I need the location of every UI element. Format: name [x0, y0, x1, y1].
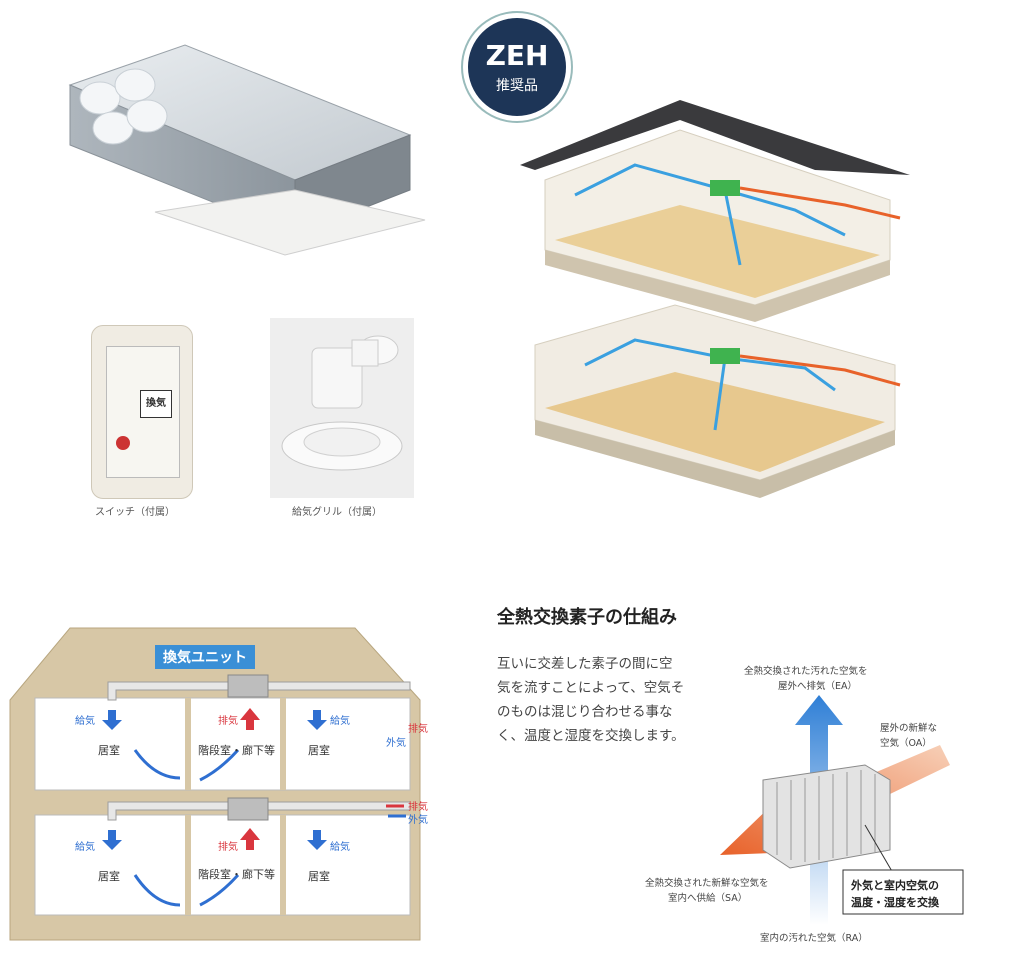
lower-right-room: 居室 — [308, 870, 330, 883]
sa-label-line-2: 室内へ供給（SA） — [668, 893, 748, 904]
badge-subtitle: 推奨品 — [496, 78, 538, 94]
mechanism-body-line-2: 気を流すことによって、空気そ — [497, 680, 685, 696]
badge-title: ZEH — [485, 39, 549, 72]
lower-mid-exhaust: 排気 — [218, 842, 238, 853]
house-duct-diagram — [9, 627, 421, 941]
lower-right-supply: 給気 — [330, 842, 350, 853]
unit-label: 換気ユニット — [155, 645, 255, 669]
ea-label-line-2: 屋外へ排気（EA） — [778, 681, 858, 692]
upper-left-room: 居室 — [98, 744, 120, 757]
ventilation-unit-lower — [227, 797, 269, 821]
zeh-badge: ZEH 推奨品 — [463, 13, 571, 121]
upper-right-supply: 給気 — [330, 716, 350, 727]
upper-right-room: 居室 — [308, 744, 330, 757]
upper-left-supply: 給気 — [75, 716, 95, 727]
upper-outside-exhaust: 排気 — [408, 724, 428, 735]
exchange-box-line-1: 外気と室内空気の — [851, 879, 939, 892]
ra-label: 室内の汚れた空気（RA） — [760, 933, 868, 944]
lower-outside-air: 外気 — [408, 815, 428, 826]
mechanism-title: 全熱交換素子の仕組み — [497, 607, 677, 628]
mechanism-body-line-3: のものは混じり合わせる事な — [497, 704, 673, 720]
oa-label-line-2: 空気（OA） — [880, 738, 932, 749]
lower-left-room: 居室 — [98, 870, 120, 883]
switch-ventilate-button: 換気 — [140, 390, 172, 418]
switch-caption: スイッチ（付属） — [95, 507, 175, 518]
ventilation-unit-upper — [227, 674, 269, 698]
switch-image: 換気 — [91, 325, 193, 499]
lower-mid-room: 階段室・廊下等 — [198, 868, 275, 881]
house-3d-illustration — [520, 100, 910, 498]
oa-label-line-1: 屋外の新鮮な — [880, 723, 938, 734]
sa-label-line-1: 全熱交換された新鮮な空気を — [645, 878, 769, 889]
lower-left-supply: 給気 — [75, 842, 95, 853]
upper-mid-room: 階段室・廊下等 — [198, 744, 275, 757]
heat-exchanger-diagram — [720, 695, 964, 925]
exchange-box-line-2: 温度・湿度を交換 — [851, 896, 939, 909]
ea-label-line-1: 全熱交換された汚れた空気を — [744, 666, 868, 677]
mechanism-body-line-1: 互いに交差した素子の間に空 — [497, 656, 673, 672]
lower-outside-exhaust: 排気 — [408, 802, 428, 813]
grille-caption: 給気グリル（付属） — [292, 507, 382, 518]
grille-image — [270, 318, 414, 498]
upper-outside-air: 外気 — [386, 738, 406, 749]
upper-mid-exhaust: 排気 — [218, 716, 238, 727]
ventilation-unit-image — [68, 44, 426, 256]
mechanism-body-line-4: く、温度と湿度を交換します。 — [497, 728, 685, 744]
